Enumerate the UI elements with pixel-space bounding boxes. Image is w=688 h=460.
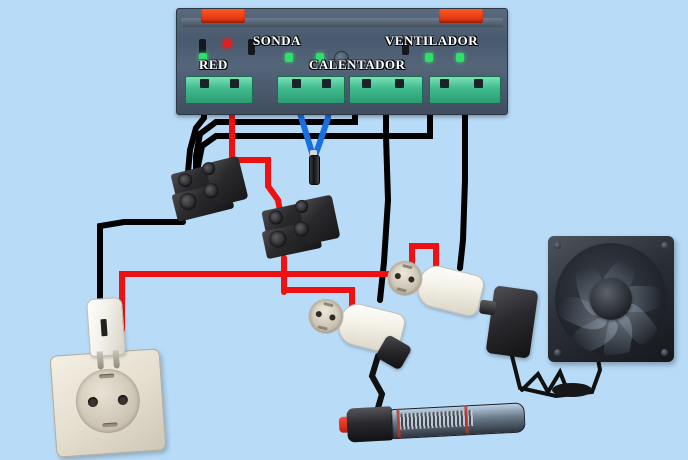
wire-red-bus-right <box>281 243 439 277</box>
probe-tip <box>310 150 317 156</box>
wire-fan-cord-loop <box>520 367 570 396</box>
wire-heater-cord <box>368 353 386 411</box>
wire-red-to-heater-socket <box>281 287 355 309</box>
fan-hub <box>590 278 632 320</box>
wire-black-calentador-left <box>193 93 358 179</box>
wall-socket[interactable] <box>49 348 167 458</box>
cooling-fan[interactable] <box>548 236 674 362</box>
led-green-sonda-2 <box>316 53 324 62</box>
led-dark-ventilador <box>402 39 409 55</box>
wire-black-ventilador-right <box>457 93 468 271</box>
label-red: RED <box>199 57 228 72</box>
led-green-ventilador-1 <box>425 53 433 62</box>
terminal-block-sonda[interactable] <box>277 76 345 104</box>
heater-cap <box>346 406 394 443</box>
wire-red-mains-live <box>229 93 285 225</box>
adapter-prong <box>478 299 497 316</box>
plug-slot <box>100 318 108 337</box>
led-dark-red-group <box>199 39 206 55</box>
din-clip-right-icon <box>439 9 483 23</box>
led-red-red-1 <box>223 39 231 48</box>
terminal-block-ventilador[interactable] <box>429 76 501 104</box>
label-sonda: SONDA <box>253 33 302 48</box>
din-clip-left-icon <box>201 9 245 23</box>
led-green-ventilador-2 <box>456 53 464 62</box>
label-ventilador: VENTILADOR <box>385 33 479 48</box>
led-dark-sonda <box>248 39 255 55</box>
temperature-controller[interactable]: RED SONDA CALENTADOR VENTILADOR <box>176 8 508 115</box>
wire-black-calentador-right <box>377 93 392 303</box>
controller-screw <box>334 51 349 66</box>
led-green-sonda-1 <box>285 53 293 62</box>
power-adapter[interactable] <box>478 285 539 359</box>
fan-cord-connector <box>552 383 592 397</box>
socket-face <box>73 366 143 436</box>
fan-blades <box>555 243 667 355</box>
temperature-probe <box>309 155 320 185</box>
controller-top-rail <box>181 18 503 27</box>
terminal-block-calentador[interactable] <box>349 76 423 104</box>
label-calentador: CALENTADOR <box>309 57 406 72</box>
mains-plug[interactable] <box>86 296 126 370</box>
wire-red-bus-main <box>119 255 287 333</box>
terminal-block-red[interactable] <box>185 76 253 104</box>
led-green-red-1 <box>199 53 207 62</box>
